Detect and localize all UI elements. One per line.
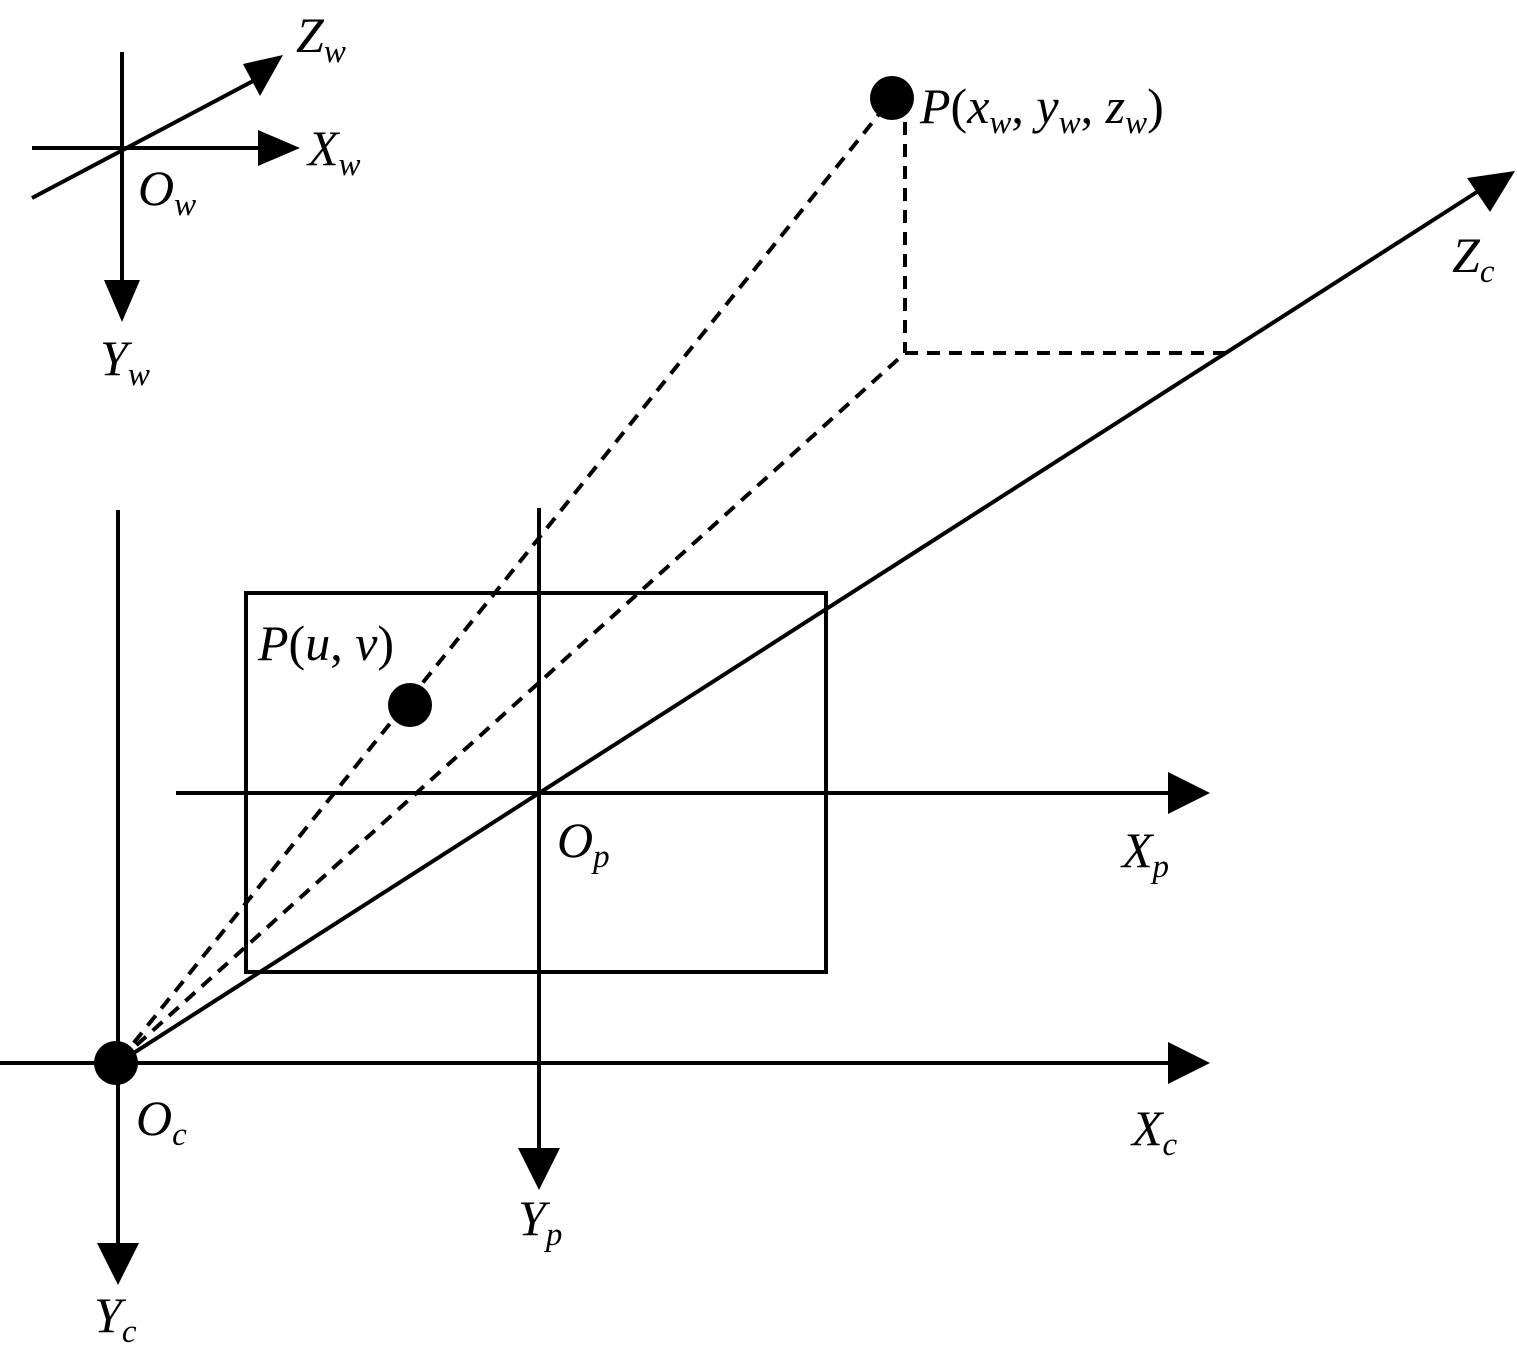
image-plane — [244, 591, 828, 974]
world-y-axis-arrowhead — [104, 280, 140, 322]
camera-z-axis-arrowhead — [1467, 171, 1515, 212]
world-z-axis-arrowhead — [243, 55, 283, 96]
projection-ray-to-foot-point — [118, 351, 907, 1062]
label-world-point: P(xw, yw, zw) — [919, 78, 1164, 141]
label-Op: Op — [557, 812, 610, 875]
world-z-axis — [31, 78, 256, 200]
label-Xw: Xw — [306, 120, 361, 183]
image-point-marker — [388, 683, 432, 727]
label-Xp: Xp — [1120, 822, 1169, 885]
image-coordinate-system: Op Xp Yp — [176, 508, 1210, 1253]
camera-coordinate-system: Zc Xc Oc Yc — [0, 171, 1515, 1350]
label-Xc: Xc — [1130, 1100, 1178, 1163]
camera-x-axis-arrowhead — [1168, 1042, 1210, 1084]
camera-y-axis-arrowhead — [97, 1243, 139, 1285]
projection-lines — [118, 96, 1225, 1062]
label-image-point: P(u, v) — [257, 615, 394, 671]
label-Oc: Oc — [136, 1090, 187, 1153]
projection-ray-to-world-point — [118, 96, 894, 1062]
label-Yc: Yc — [94, 1287, 137, 1350]
image-x-axis-arrowhead — [1168, 772, 1210, 814]
label-Zw: Zw — [296, 7, 346, 70]
world-coordinate-system: Zw Xw Ow Yw — [31, 7, 361, 393]
label-Yw: Yw — [100, 330, 150, 393]
camera-z-axis — [116, 188, 1482, 1065]
image-y-axis-arrowhead — [518, 1148, 560, 1190]
world-x-axis-arrowhead — [258, 130, 300, 166]
world-point-marker — [870, 76, 914, 120]
label-Ow: Ow — [138, 160, 196, 223]
label-Zc: Zc — [1452, 227, 1495, 290]
camera-origin-marker — [94, 1041, 138, 1085]
label-Yp: Yp — [518, 1190, 562, 1253]
